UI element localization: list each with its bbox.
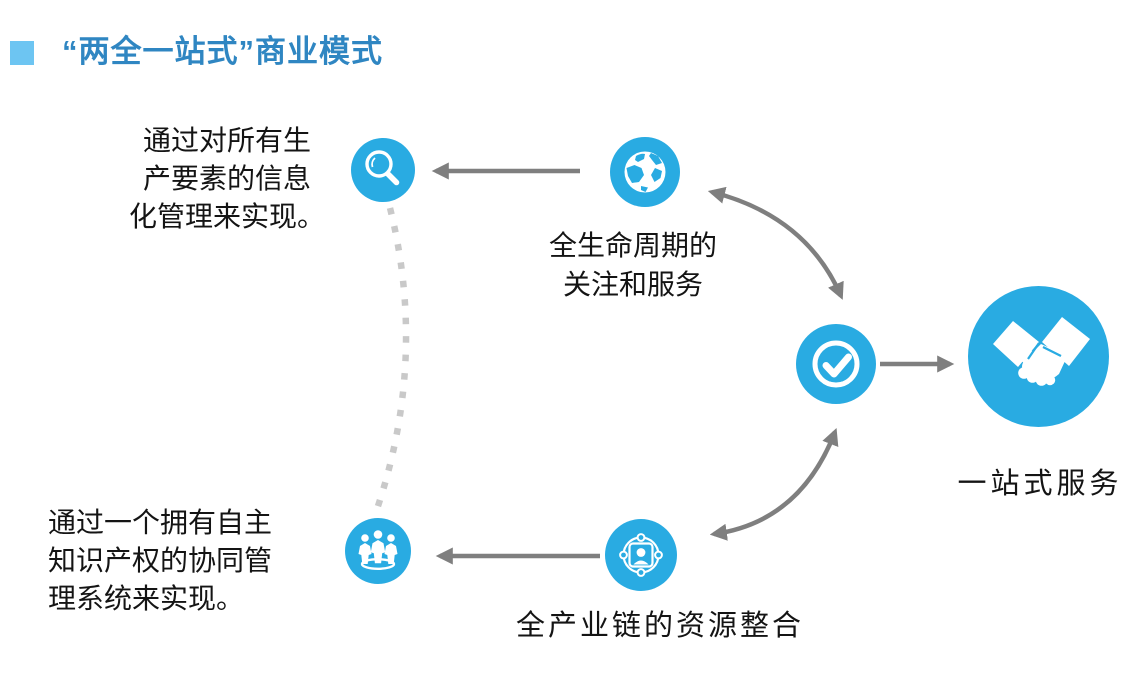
node-info-search (351, 138, 415, 202)
node-lifecycle (610, 137, 680, 207)
dotted-link-search-team (372, 207, 410, 514)
arrow-globe-check-curve (707, 186, 844, 300)
arrow-check-network-curve (709, 428, 839, 541)
node-collaboration-team (345, 518, 411, 584)
search-icon (365, 150, 400, 186)
team-icon (358, 530, 398, 571)
node-one-stop (968, 286, 1109, 427)
annotation-line: 理系统来实现。 (48, 582, 245, 615)
label-line: 关注和服务 (562, 268, 703, 301)
bullet-square-icon (10, 40, 34, 65)
annotation-bottom-left: 通过一个拥有自主 知识产权的协同管 理系统来实现。 (48, 504, 378, 618)
annotation-line: 产要素的信息 (142, 162, 311, 195)
page-title: “两全一站式”商业模式 (62, 34, 383, 69)
node-industry-chain (605, 519, 677, 591)
check-circle-icon (812, 340, 860, 388)
annotation-line: 通过一个拥有自主 (48, 506, 273, 539)
annotation-line: 通过对所有生 (142, 124, 311, 157)
annotation-top-left: 通过对所有生 产要素的信息 化管理来实现。 (92, 122, 362, 236)
handshake-icon (993, 317, 1090, 386)
globe-icon (624, 151, 666, 193)
label-one-stop: 一站式服务 (957, 466, 1123, 500)
annotation-line: 化管理来实现。 (128, 200, 325, 233)
label-line: 全生命周期的 (548, 229, 717, 262)
user-network-icon (619, 533, 663, 577)
node-check (796, 324, 876, 404)
slide-header: “两全一站式”商业模式 (10, 26, 383, 71)
label-lifecycle: 全生命周期的 关注和服务 (508, 226, 758, 304)
annotation-line: 知识产权的协同管 (48, 544, 273, 577)
label-industry-chain: 全产业链的资源整合 (515, 608, 804, 642)
